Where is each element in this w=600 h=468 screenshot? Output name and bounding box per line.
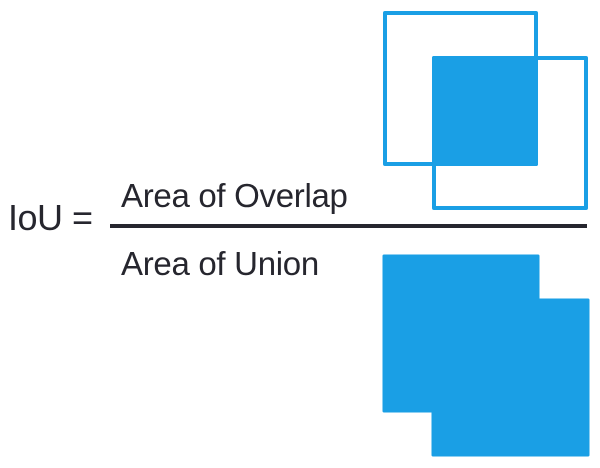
fraction-denominator: Area of Union [121,245,319,282]
overlap-intersection-fill [432,56,538,166]
fraction-numerator: Area of Overlap [121,177,348,214]
union-polygon [382,254,590,457]
overlap-diagram [375,0,600,225]
iou-label: IoU = [8,197,93,238]
union-diagram [375,245,600,468]
union-silhouette-svg [382,254,590,457]
